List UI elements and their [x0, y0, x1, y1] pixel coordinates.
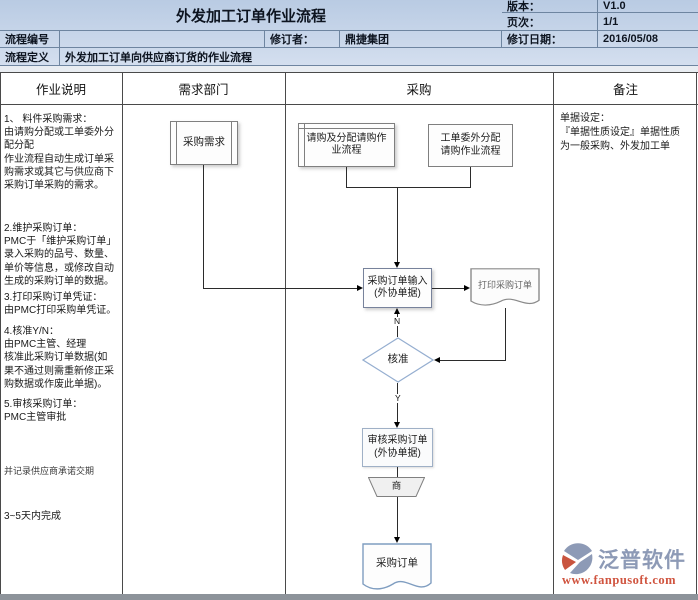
document-shape-icon — [470, 268, 540, 306]
process-no-label: 流程编号 — [0, 31, 60, 48]
step-note-4: 4.核准Y/N： 由PMC主管、经理 核准此采购订单数据(如 果不通过则需重新修… — [4, 326, 114, 390]
diamond-shape-icon — [361, 337, 435, 383]
shape-approve-label: 核准 — [387, 353, 409, 366]
shape-po-entry: 采购订单输入 (外协单据) — [363, 268, 432, 308]
predefined-bar-right — [231, 122, 232, 164]
connector-line — [505, 308, 506, 360]
lane-header-procurement: 采购 — [285, 72, 553, 104]
shape-po-entry-label: 采购订单输入 (外协单据) — [367, 275, 428, 300]
shape-review-po-label: 审核采购订单 (外协单据) — [367, 435, 428, 459]
step-note-6: 并记录供应商承诺交期 — [4, 466, 95, 476]
predefined-bar-top — [299, 128, 394, 129]
shape-requisition-flow-label: 请购及分配请购作 业流程 — [306, 132, 387, 157]
connector-line — [346, 167, 347, 187]
lane-header-demand-dept: 需求部门 — [122, 72, 285, 104]
predefined-bar-left — [304, 124, 305, 166]
connector-line — [470, 167, 471, 187]
shape-requisition-flow: 请购及分配请购作 业流程 — [298, 123, 395, 167]
shape-purchase-demand-label: 采购需求 — [183, 136, 225, 149]
revision-date-label: 修订日期： — [502, 31, 598, 48]
shape-workorder-flow-label: 工单委外分配 请购作业流程 — [440, 133, 501, 157]
step-note-2: 2.维护采购订单： PMC于「维护采购订单」 录入采购的品号、数量、 单价等信息… — [4, 223, 117, 287]
page-title: 外发加工订单作业流程 — [0, 0, 502, 31]
page-number-value: 1/1 — [598, 13, 698, 31]
connector-line — [203, 165, 204, 288]
arrowhead-down — [394, 537, 400, 543]
connector-line — [397, 497, 398, 538]
lane-divider-1 — [122, 72, 123, 594]
page-number-label: 页次： — [502, 13, 598, 31]
version-label: 版本： — [502, 0, 598, 13]
process-no-value — [60, 31, 265, 48]
step-note-1: 1、 料件采购需求： 由请购分配或工单委外分 配分配 作业流程自动生成订单采 购… — [4, 114, 114, 191]
step-note-5: 5.审核采购订单： PMC主管审批 — [4, 399, 83, 424]
logo-text: 泛普软件 — [598, 549, 686, 572]
lane-divider-3 — [553, 72, 554, 594]
reviser-value: 鼎捷集团 — [340, 31, 502, 48]
shape-purchase-demand: 采购需求 — [170, 121, 238, 165]
lane-divider-2 — [285, 72, 286, 594]
trapezoid-shape-icon — [367, 477, 426, 497]
shape-review-po: 审核采购订单 (外协单据) — [362, 428, 433, 467]
connector-line — [203, 288, 357, 289]
connector-line — [440, 360, 506, 361]
fanpu-logo: 泛普软件 www.fanpusoft.com — [561, 542, 695, 594]
decision-label-y: Y — [394, 393, 402, 403]
logo-url-link[interactable]: www.fanpusoft.com — [562, 573, 677, 587]
bottom-bar — [0, 594, 698, 600]
connector-line — [397, 467, 398, 477]
shape-print-po-document: 打印采购订单 — [470, 268, 540, 310]
reviser-label: 修订者： — [265, 31, 340, 48]
connector-line — [346, 187, 471, 188]
definition-value: 外发加工订单向供应商订货的作业流程 — [60, 48, 698, 66]
step-note-7: 3~5天内完成 — [4, 511, 61, 522]
arrowhead-up — [394, 308, 400, 314]
arrowhead-right — [357, 285, 363, 291]
header-table: 外发加工订单作业流程 版本： V1.0 页次： 1/1 流程编号 修订者： 鼎捷… — [0, 0, 698, 66]
shape-workorder-flow: 工单委外分配 请购作业流程 — [428, 124, 513, 167]
lane-header-remarks: 备注 — [553, 72, 698, 104]
lane-border-top — [0, 72, 698, 73]
shape-purchase-order-document: 采购订单 — [362, 543, 432, 595]
document-shape-icon — [362, 543, 432, 590]
connector-line — [397, 383, 398, 423]
version-value: V1.0 — [598, 0, 698, 13]
lane-border-bottom — [0, 104, 698, 105]
shape-approve-decision: 核准 — [361, 337, 435, 383]
decision-label-n: N — [393, 316, 402, 326]
arrowhead-down — [394, 422, 400, 428]
arrowhead-left — [434, 357, 440, 363]
lane-divider-left — [0, 72, 1, 594]
connector-line — [397, 187, 398, 262]
arrowhead-down — [394, 262, 400, 268]
header-gap — [0, 66, 698, 72]
shape-supplier-trapezoid: 商 — [367, 477, 426, 497]
connector-line — [432, 288, 464, 289]
fanpu-logo-icon — [562, 543, 593, 575]
shape-purchase-order-label: 采购订单 — [376, 557, 418, 570]
shape-print-po-label: 打印采购订单 — [477, 280, 532, 291]
lane-header-operations: 作业说明 — [0, 72, 122, 104]
revision-date-value: 2016/05/08 — [598, 31, 698, 48]
definition-label: 流程定义 — [0, 48, 60, 66]
arrowhead-right — [464, 285, 470, 291]
step-note-3: 3.打印采购订单凭证： 由PMC打印采购单凭证。 — [4, 292, 117, 317]
predefined-bar-left — [176, 122, 177, 164]
shape-supplier-label: 商 — [391, 481, 402, 493]
lane-divider-right — [696, 72, 697, 594]
remarks-note: 单据设定： 『单据性质设定』单据性质 为一般采购、外发加工单 — [560, 113, 680, 152]
